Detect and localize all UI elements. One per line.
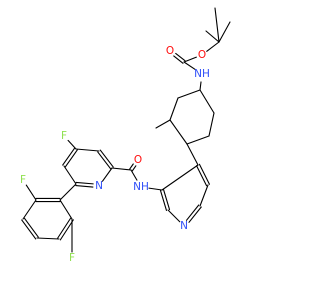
bond-single-cy1-cy2 <box>177 89 201 99</box>
bond-double-b-a5-a6 <box>159 189 168 212</box>
bond-single-cy5-cy6 <box>208 112 215 137</box>
bond-single-a6-nhA <box>148 187 163 191</box>
bond-double-b-ph5-ph6 <box>57 217 72 239</box>
bond-single-tq-oE <box>206 41 220 52</box>
bond-single-nhA-cAm <box>130 169 138 181</box>
bond-single-pyN-pyA <box>101 167 113 182</box>
bond-double-a-ph5-ph6 <box>59 219 74 241</box>
bond-single-pyD-pyE <box>63 165 77 185</box>
oxygen-carbonyl-label: O <box>166 45 174 57</box>
bond-single-oE-cC <box>183 56 197 63</box>
bond-single-pyE-ph1 <box>59 183 77 201</box>
bond-single-tq-me1 <box>214 7 220 43</box>
bond-single-cy3-cy4 <box>169 119 188 145</box>
bond-double-a-pyA-pyB <box>99 149 114 168</box>
bond-single-tq-me2 <box>218 21 231 43</box>
pyridine-nitrogen-label: N <box>95 180 103 192</box>
bond-single-pyB-pyC <box>75 148 100 152</box>
bond-single-ph2-fUp <box>25 184 37 201</box>
bond-single-a6-a1 <box>161 164 199 191</box>
bond-double-a-cAm-oAm <box>131 165 137 172</box>
bond-double-b-cC-oD <box>173 55 184 64</box>
bond-double-a-ph3-ph4 <box>21 219 37 240</box>
carbamate-nh-label: NH <box>194 68 210 80</box>
phenyl-fluorine-upper-label: F <box>20 174 26 186</box>
bond-double-a-pyE-pyN <box>75 185 94 188</box>
bond-single-nC-cy1 <box>199 81 202 91</box>
bond-double-a-a5-a6 <box>162 188 171 211</box>
bond-single-ph4-ph5 <box>36 237 60 240</box>
pyridine-fluorine-label: F <box>61 130 67 142</box>
bond-single-aN-a5 <box>167 209 181 223</box>
amide-oxygen-label: O <box>134 154 142 166</box>
bond-single-ph2-ph3 <box>22 199 37 220</box>
bond-layer <box>21 7 231 253</box>
bond-single-cy2-cy3 <box>169 97 179 121</box>
bond-double-b-pyA-pyB <box>97 151 112 170</box>
bond-single-cy6-cy1 <box>199 89 215 114</box>
bond-double-a-cC-oD <box>175 52 186 62</box>
bond-double-b-pyC-pyD <box>64 149 78 168</box>
bond-double-a-pyC-pyD <box>62 147 76 166</box>
bond-double-b-a3-aN <box>188 206 202 223</box>
bond-double-b-ph3-ph4 <box>23 217 39 238</box>
bond-double-a-a1-a2 <box>196 165 208 187</box>
bond-single-cy4-a1 <box>186 143 199 166</box>
bond-single-pyC-fPy <box>67 139 77 150</box>
pyridine-bottom-nitrogen-label: N <box>180 220 188 232</box>
bond-single-tq-me3 <box>205 30 220 43</box>
bond-single-ph6-ph1 <box>59 199 73 220</box>
bond-single-cC-nC <box>183 61 196 71</box>
bond-single-cy3-cyMe <box>155 119 171 129</box>
atom-label-layer: O O NH NH O N N F F F <box>20 45 210 264</box>
amide-nh-label: NH <box>133 181 149 193</box>
phenyl-fluorine-lower-label: F <box>69 252 75 264</box>
oxygen-ester-label: O <box>198 49 206 61</box>
bond-single-cy4-cy5 <box>186 135 210 145</box>
bond-double-b-cAm-oAm <box>129 163 134 170</box>
bond-single-a2-a3 <box>199 184 209 207</box>
bond-double-b-pyE-pyN <box>75 181 94 185</box>
molecule-structure: O O NH NH O N N F F F <box>20 7 231 264</box>
bond-single-cAm-pyA <box>111 167 132 171</box>
bond-double-b-a1-a2 <box>198 163 210 185</box>
bond-double-a-a3-aN <box>185 204 200 221</box>
